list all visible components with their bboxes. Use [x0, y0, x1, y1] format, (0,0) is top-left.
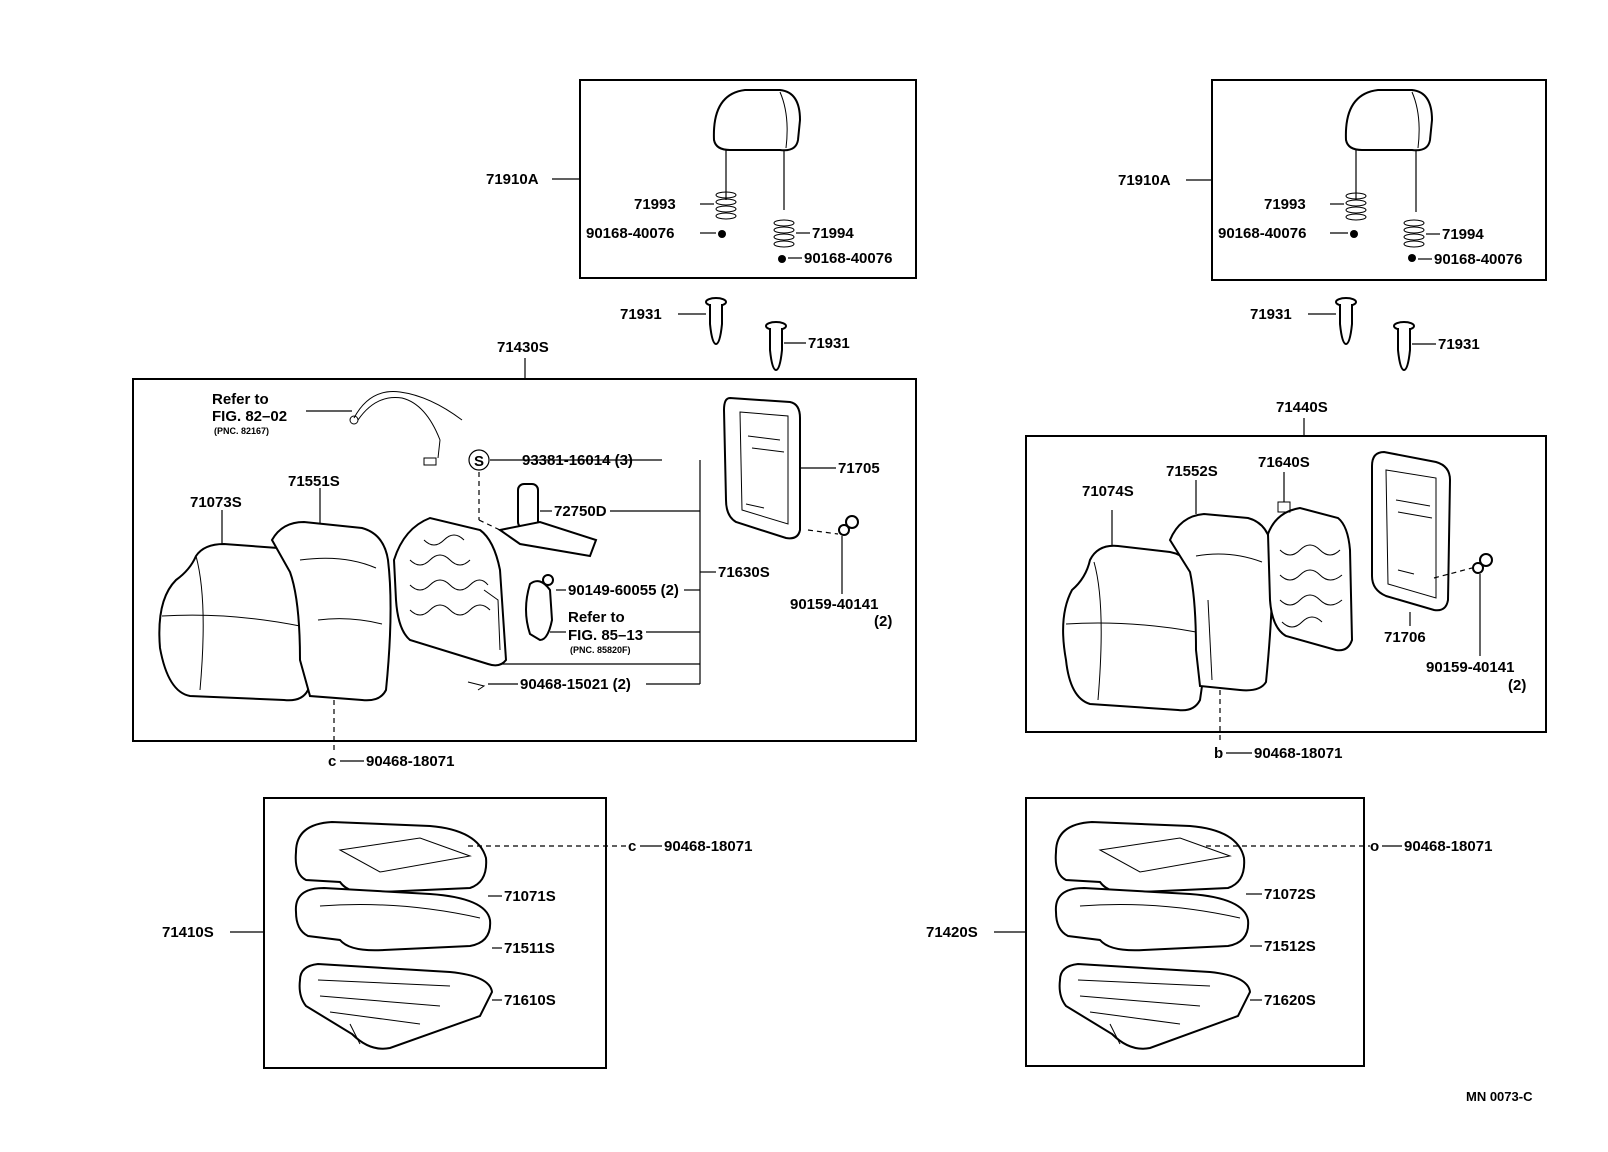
- left-refer-b-line2: FIG. 85–13: [568, 627, 643, 644]
- left-back-hog-label: 90468-18071: [366, 753, 454, 770]
- right-cushion-frame-label: 71620S: [1264, 992, 1316, 1009]
- right-back-assembly-label: 71440S: [1276, 399, 1328, 416]
- left-refer-a-line2: FIG. 82–02: [212, 408, 287, 425]
- right-cushion-cover-icon: [1054, 820, 1246, 894]
- left-cushion-group: 71410S c 90468-18071 71071S 71511S 71610…: [162, 797, 752, 1069]
- right-back-pad-icon: [1168, 512, 1274, 692]
- right-headrest-assembly-label: 71910A: [1118, 172, 1171, 189]
- left-guide-icon-a: [705, 297, 727, 346]
- left-guide-icon-b: [765, 321, 787, 372]
- right-clip-qty: (2): [1508, 677, 1526, 694]
- right-cushion-hog-mark: o: [1370, 838, 1379, 855]
- right-board-label: 71706: [1384, 629, 1426, 646]
- right-guide-icon-b: [1393, 321, 1415, 372]
- left-clip-label: 90159-40141: [790, 596, 878, 613]
- right-guide-icon-a: [1335, 297, 1357, 346]
- left-headrest-icon: [712, 89, 802, 263]
- right-cushion-hog-label: 90468-18071: [1404, 838, 1492, 855]
- left-cushion-pad-icon: [294, 886, 492, 952]
- left-frame-assy-label: 71630S: [718, 564, 770, 581]
- right-guide-a-label: 71931: [1250, 306, 1292, 323]
- left-guide-b-label: 71931: [808, 335, 850, 352]
- left-headrest-group: 71910A 71993 71994 90168-40076 90168-400…: [486, 79, 917, 279]
- right-guides: 71931 71931: [1250, 297, 1480, 372]
- left-recliner-icon: [525, 574, 554, 642]
- left-board-label: 71705: [838, 460, 880, 477]
- left-cushion-cover-label: 71071S: [504, 888, 556, 905]
- left-clip-b-label: 90168-40076: [804, 250, 892, 267]
- left-cushion-frame-label: 71610S: [504, 992, 556, 1009]
- left-bolt-s-circle: [468, 449, 490, 471]
- left-clip-a-label: 90168-40076: [586, 225, 674, 242]
- left-bolt-label: 93381-16014 (3): [522, 452, 633, 469]
- left-cushion-assembly-label: 71410S: [162, 924, 214, 941]
- left-support-b-label: 71994: [812, 225, 854, 242]
- right-back-box: [1025, 435, 1547, 733]
- left-support-a-label: 71993: [634, 196, 676, 213]
- left-back-cover-label: 71073S: [190, 494, 242, 511]
- right-back-frame-label: 71640S: [1258, 454, 1310, 471]
- left-back-box: [132, 378, 917, 742]
- right-back-pad-label: 71552S: [1166, 463, 1218, 480]
- left-cushion-hog-label: 90468-18071: [664, 838, 752, 855]
- left-ring-icon: [467, 681, 486, 691]
- right-back-cover-label: 71074S: [1082, 483, 1134, 500]
- left-cushion-cover-icon: [294, 820, 488, 894]
- right-cushion-cover-label: 71072S: [1264, 886, 1316, 903]
- left-headrest-assembly-label: 71910A: [486, 171, 539, 188]
- left-refer-b-line3: (PNC. 85820F): [570, 645, 631, 655]
- right-headrest-group: 71910A 71993 71994 90168-40076 90168-400…: [1118, 79, 1547, 281]
- left-guide-a-label: 71931: [620, 306, 662, 323]
- left-back-group: 71430S Refer to FIG. 82–02 (PNC. 82167) …: [132, 339, 917, 770]
- left-refer-a-line3: (PNC. 82167): [214, 426, 269, 436]
- left-cushion-hog-mark: c: [628, 838, 636, 855]
- right-back-hog-mark: b: [1214, 745, 1223, 762]
- left-refer-a-line1: Refer to: [212, 391, 269, 408]
- right-headrest-icon: [1344, 89, 1434, 262]
- diagram-id: MN 0073-C: [1466, 1089, 1533, 1104]
- right-clip-icon: [1472, 553, 1493, 574]
- left-back-pad-label: 71551S: [288, 473, 340, 490]
- right-cushion-assembly-label: 71420S: [926, 924, 978, 941]
- left-refer-b-line1: Refer to: [568, 609, 625, 626]
- left-clip-qty: (2): [874, 613, 892, 630]
- right-support-b-label: 71994: [1442, 226, 1484, 243]
- left-clip-icon: [838, 515, 859, 536]
- left-cushion-pad-label: 71511S: [504, 940, 555, 957]
- left-lock-label: 72750D: [554, 503, 607, 520]
- left-back-pad-icon: [270, 520, 392, 702]
- right-clip-a-label: 90168-40076: [1218, 225, 1306, 242]
- left-back-frame-icon: [392, 516, 508, 667]
- right-support-a-label: 71993: [1264, 196, 1306, 213]
- right-back-cover-icon: [1062, 544, 1209, 712]
- left-bolt-s-label: S: [474, 453, 484, 470]
- left-harness-icon: [349, 391, 463, 466]
- left-cushion-box: [263, 797, 607, 1069]
- right-back-frame-icon: [1266, 501, 1354, 652]
- left-screw-label: 90149-60055 (2): [568, 582, 679, 599]
- left-back-hog-mark: c: [328, 753, 336, 770]
- left-guides: 71931 71931: [620, 297, 850, 372]
- right-guide-b-label: 71931: [1438, 336, 1480, 353]
- left-ring-label: 90468-15021 (2): [520, 676, 631, 693]
- left-back-assembly-label: 71430S: [497, 339, 549, 356]
- right-clip-b-label: 90168-40076: [1434, 251, 1522, 268]
- right-clip-label: 90159-40141: [1426, 659, 1514, 676]
- left-cushion-frame-icon: [298, 962, 494, 1050]
- right-cushion-pad-label: 71512S: [1264, 938, 1316, 955]
- right-cushion-group: 71420S o 90468-18071 71072S 71512S 71620…: [926, 797, 1492, 1067]
- left-lock-icon: [497, 483, 598, 558]
- right-back-group: 71440S 71074S 71552S b 90468-18071: [1025, 399, 1547, 762]
- right-board-icon: [1371, 450, 1452, 612]
- left-board-icon: [722, 396, 801, 540]
- right-back-hog-label: 90468-18071: [1254, 745, 1342, 762]
- right-cushion-frame-icon: [1058, 962, 1252, 1050]
- right-cushion-pad-icon: [1054, 886, 1250, 952]
